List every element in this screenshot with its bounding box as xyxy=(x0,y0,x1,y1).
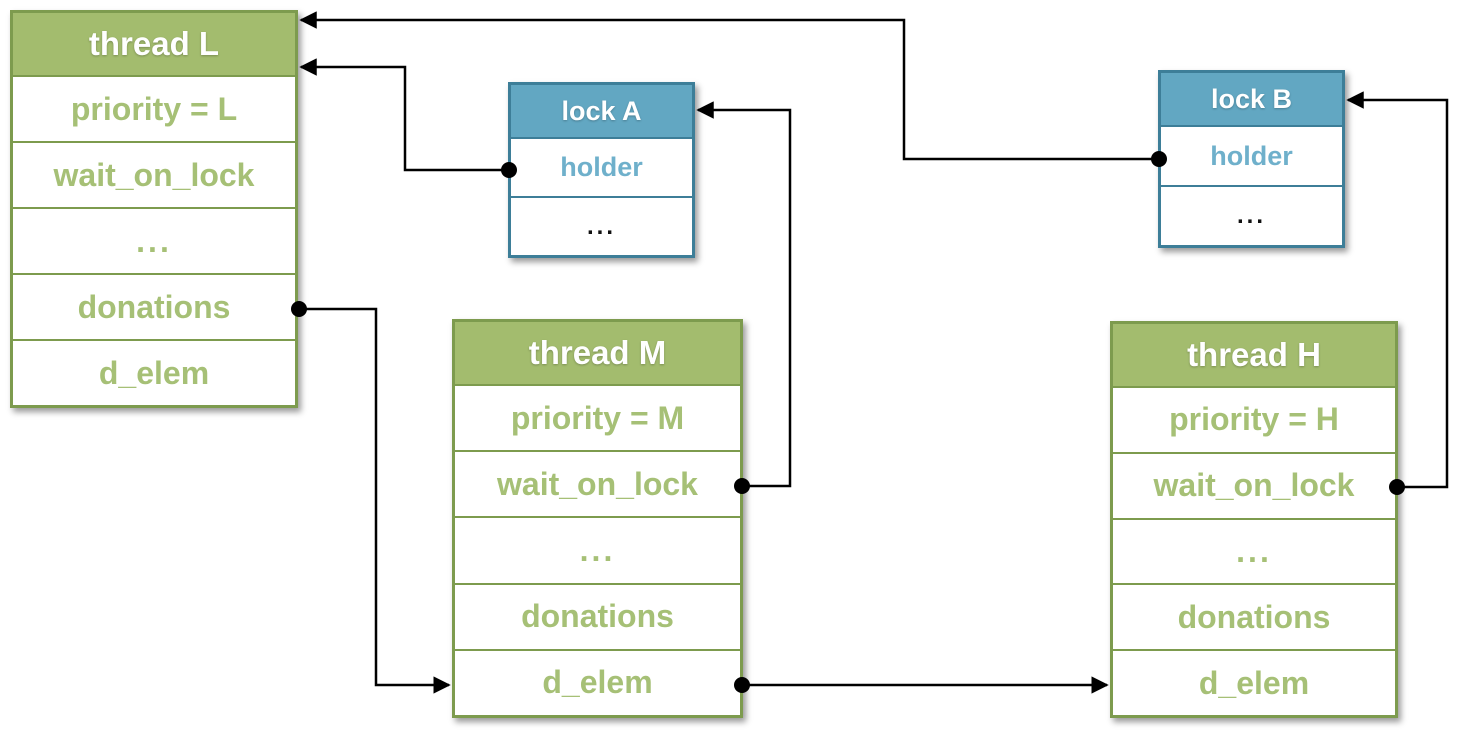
connector-lock-a-holder-to-thread-l xyxy=(299,58,509,172)
thread-m-title: thread M xyxy=(455,322,740,384)
thread-h-row-ellipsis: ... xyxy=(1113,517,1395,584)
thread-l-title: thread L xyxy=(13,13,295,75)
thread-h-title: thread H xyxy=(1113,324,1395,386)
lock-a-box: lock A holder ... xyxy=(508,82,695,258)
thread-l-box: thread L priority = L wait_on_lock ... d… xyxy=(10,10,298,408)
thread-l-row-priority: priority = L xyxy=(13,75,295,141)
connector-lock-b-holder-to-thread-l xyxy=(299,11,1159,161)
thread-m-row-priority: priority = M xyxy=(455,384,740,451)
thread-m-row-d-elem: d_elem xyxy=(455,648,740,716)
thread-l-row-donations: donations xyxy=(13,273,295,339)
connector-thread-l-donations-to-thread-m-d-elem xyxy=(299,307,451,694)
thread-h-row-d-elem: d_elem xyxy=(1113,649,1395,715)
thread-m-row-ellipsis: ... xyxy=(455,516,740,583)
thread-m-row-donations: donations xyxy=(455,582,740,649)
lock-b-row-holder: holder xyxy=(1161,125,1342,185)
lock-a-title: lock A xyxy=(511,85,692,137)
lock-a-row-ellipsis: ... xyxy=(511,196,692,255)
thread-m-row-wait-on-lock: wait_on_lock xyxy=(455,450,740,517)
thread-h-row-wait-on-lock: wait_on_lock xyxy=(1113,451,1395,518)
thread-h-row-priority: priority = H xyxy=(1113,386,1395,452)
thread-l-row-d-elem: d_elem xyxy=(13,339,295,405)
lock-b-box: lock B holder ... xyxy=(1158,70,1345,248)
thread-l-row-wait-on-lock: wait_on_lock xyxy=(13,141,295,207)
thread-m-box: thread M priority = M wait_on_lock ... d… xyxy=(452,319,743,718)
lock-b-title: lock B xyxy=(1161,73,1342,125)
lock-b-row-ellipsis: ... xyxy=(1161,185,1342,245)
thread-h-row-donations: donations xyxy=(1113,583,1395,650)
thread-l-row-ellipsis: ... xyxy=(13,207,295,273)
lock-a-row-holder: holder xyxy=(511,137,692,196)
thread-h-box: thread H priority = H wait_on_lock ... d… xyxy=(1110,321,1398,718)
